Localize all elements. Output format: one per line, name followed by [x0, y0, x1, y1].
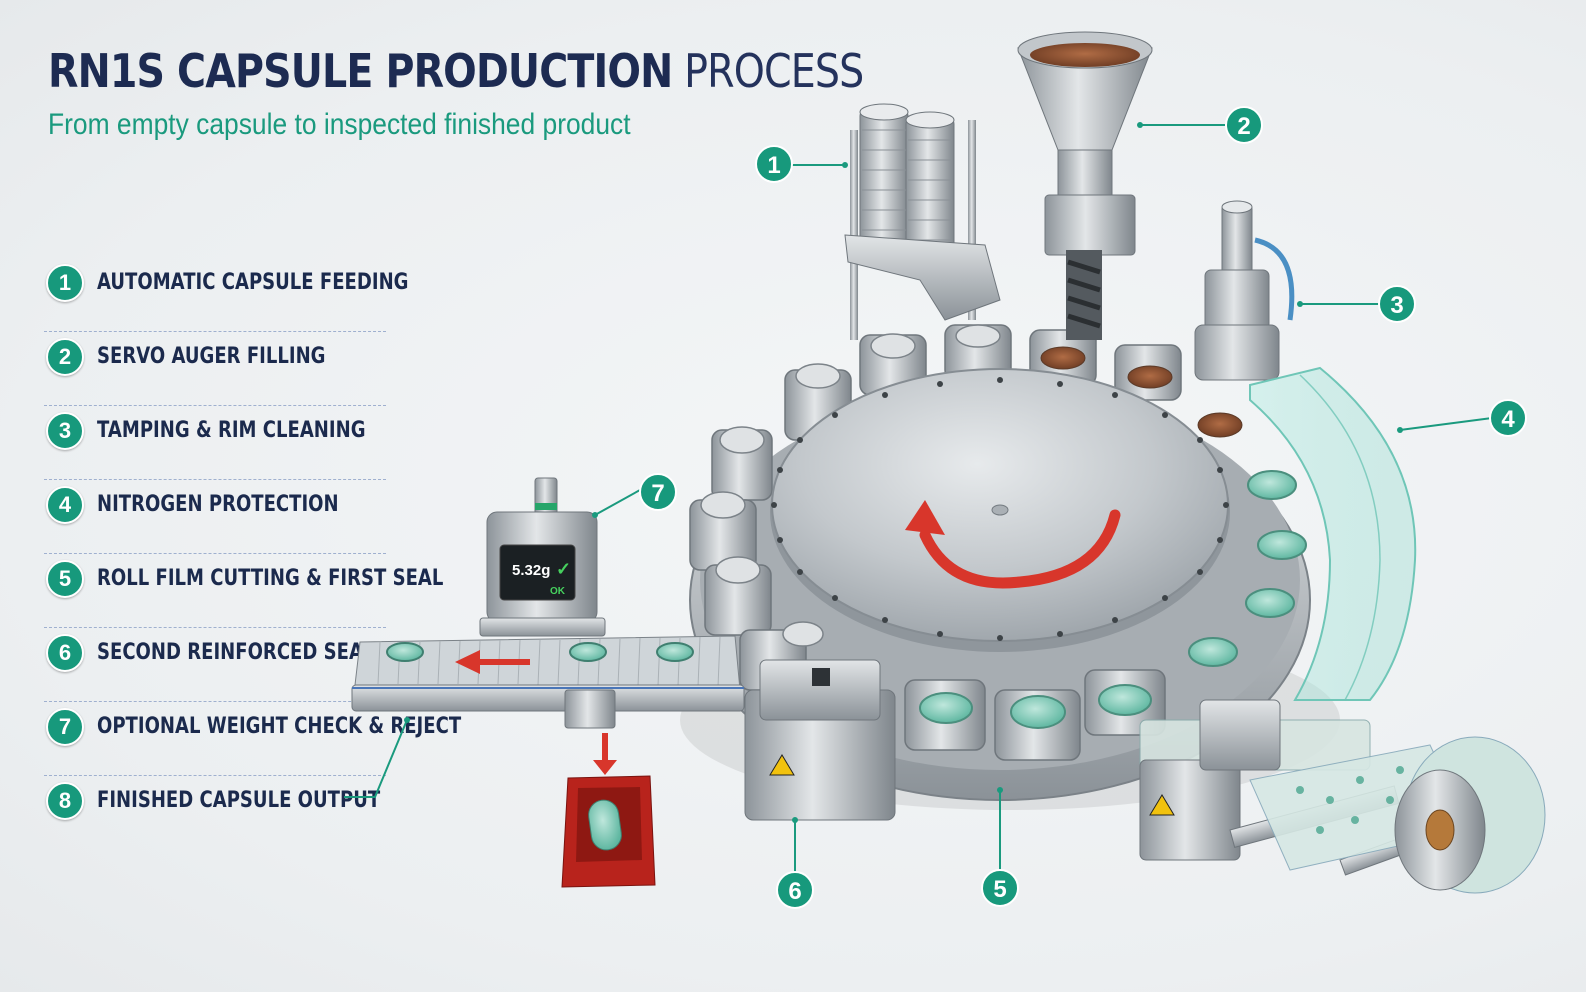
step-item: 5 ROLL FILM CUTTING & FIRST SEAL [44, 554, 443, 628]
callout-number: 4 [1501, 406, 1515, 433]
warning-triangle-icon [1149, 794, 1175, 816]
step-item: 3 TAMPING & RIM CLEANING [44, 406, 386, 480]
reject-down-arrow-icon [593, 733, 617, 775]
title-light: PROCESS [684, 44, 864, 98]
step-number-badge: 8 [46, 782, 84, 820]
step-label: FINISHED CAPSULE OUTPUT [97, 788, 381, 813]
callout-badge: 6 [776, 871, 814, 909]
step-label: AUTOMATIC CAPSULE FEEDING [97, 270, 409, 295]
callout-badge: 1 [755, 145, 793, 183]
second-seal-station [744, 659, 896, 821]
step-item: 6 SECOND REINFORCED SEAL [44, 628, 386, 702]
callout-badge: 5 [981, 869, 1019, 907]
callout-number: 5 [993, 876, 1006, 903]
process-step-list: 1 AUTOMATIC CAPSULE FEEDING 2 SERVO AUGER … [44, 258, 461, 849]
film-seal-station [1139, 699, 1546, 894]
step-item: 4 NITROGEN PROTECTION [44, 480, 386, 554]
step-label: NITROGEN PROTECTION [97, 492, 339, 517]
callout-number: 2 [1237, 113, 1250, 140]
step-item: 2 SERVO AUGER FILLING [44, 332, 386, 406]
step-item: 1 AUTOMATIC CAPSULE FEEDING [44, 258, 408, 332]
callout-badge: 4 [1489, 399, 1527, 437]
step-label: SECOND REINFORCED SEAL [97, 640, 375, 665]
capsule-feeding-tower [844, 103, 1001, 340]
weight-readout: 5.32g [512, 562, 550, 579]
callout-number: 1 [767, 152, 780, 179]
callout-number: 6 [788, 878, 801, 905]
weight-status: OK [550, 586, 566, 597]
callout-number: 7 [651, 480, 664, 507]
step-number-badge: 2 [46, 338, 84, 376]
callout-number: 3 [1390, 292, 1403, 319]
servo-auger-filler [1017, 31, 1153, 340]
step-label: TAMPING & RIM CLEANING [97, 418, 366, 443]
callout-badge: 7 [639, 473, 677, 511]
step-number-badge: 4 [46, 486, 84, 524]
conveyor-direction-arrow-icon [455, 650, 530, 674]
page-title: RN1S CAPSULE PRODUCTION PROCESS [48, 44, 864, 98]
rotation-arrow-icon [905, 500, 1121, 589]
turntable-bolt-holes [771, 377, 1229, 641]
title-bold: RN1S CAPSULE PRODUCTION [48, 44, 673, 98]
callout-badge: 3 [1378, 285, 1416, 323]
step-number-badge: 6 [46, 634, 84, 672]
check-mark-icon: ✓ [556, 559, 571, 579]
tamping-head [1194, 200, 1295, 381]
step-label: SERVO AUGER FILLING [97, 344, 326, 369]
step-number-badge: 7 [46, 708, 84, 746]
weight-checker: 5.32g ✓ OK [479, 477, 606, 637]
step-label: ROLL FILM CUTTING & FIRST SEAL [97, 566, 444, 591]
step-number-badge: 5 [46, 560, 84, 598]
output-conveyor [351, 635, 745, 729]
reject-bin [561, 775, 656, 888]
step-number-badge: 1 [46, 264, 84, 302]
callout-badge: 2 [1225, 106, 1263, 144]
page-subtitle: From empty capsule to inspected finished… [48, 108, 631, 141]
step-number-badge: 3 [46, 412, 84, 450]
warning-triangle-icon [769, 754, 795, 776]
step-item: 8 FINISHED CAPSULE OUTPUT [44, 776, 386, 849]
